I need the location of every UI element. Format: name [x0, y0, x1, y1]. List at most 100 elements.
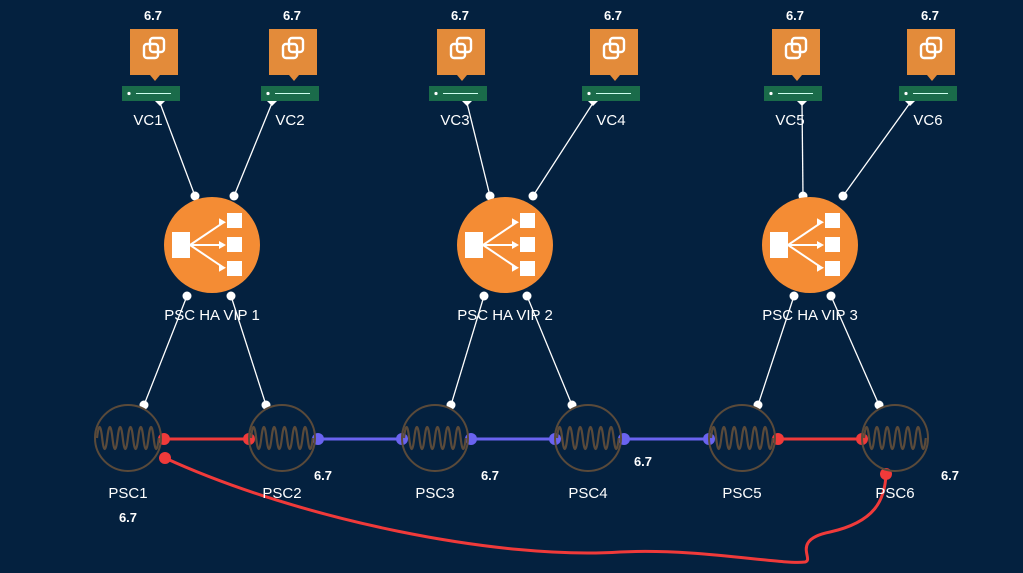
psc-wave-icon	[862, 425, 927, 451]
vcenter-version: 6.7	[604, 8, 622, 23]
psc-node[interactable]: PSC1 6.7	[94, 404, 162, 525]
psc-wave-icon	[95, 425, 160, 451]
port-dot	[789, 291, 799, 301]
vsphere-logo-square	[287, 36, 305, 54]
appliance-led	[587, 91, 591, 96]
vsphere-logo-icon	[281, 36, 305, 60]
lb-arrow-head	[219, 263, 226, 272]
lb-target-box	[825, 237, 840, 252]
vip-label: PSC HA VIP 1	[164, 307, 260, 324]
lb-target-box	[227, 237, 242, 252]
port-arrow	[267, 101, 277, 106]
vsphere-logo-square	[790, 36, 808, 54]
appliance-led	[904, 91, 908, 96]
link-vip-psc	[230, 295, 267, 406]
vcenter-version: 6.7	[283, 8, 301, 23]
port-arrow	[905, 101, 915, 106]
vip-node[interactable]: PSC HA VIP 1	[164, 197, 260, 324]
psc-node[interactable]: PSC5	[708, 404, 776, 502]
link-vc-vip	[532, 102, 594, 197]
lb-arrow	[189, 244, 223, 268]
lb-source-box	[465, 232, 483, 258]
vsphere-logo-square	[608, 36, 626, 54]
lb-arrow-head	[512, 241, 519, 249]
vcenter-label: VC3	[440, 112, 469, 129]
lb-arrow	[787, 222, 821, 246]
psc-label: PSC2	[262, 485, 301, 502]
psc-node[interactable]: PSC4 6.7	[554, 404, 652, 502]
psc-wave-icon	[555, 425, 620, 451]
psc-ring	[708, 404, 776, 472]
lb-target-box	[227, 261, 242, 276]
appliance-led	[127, 91, 131, 96]
link-vip-psc	[450, 295, 485, 406]
replication-link-curved	[164, 456, 888, 564]
link-vc-vip	[801, 102, 804, 197]
lb-arrow-head	[512, 218, 519, 227]
psc-label: PSC3	[415, 485, 454, 502]
port-dot	[522, 291, 532, 301]
load-balancer-glyph	[770, 213, 840, 276]
vcenter-version: 6.7	[786, 8, 804, 23]
port-arrow	[462, 101, 472, 106]
lb-arrow	[482, 244, 516, 268]
vip-node[interactable]: PSC HA VIP 2	[457, 197, 553, 324]
psc-ring	[94, 404, 162, 472]
links-layer	[139, 101, 915, 564]
lb-arrow	[189, 222, 223, 246]
link-vc-vip	[159, 102, 196, 197]
lb-arrow-head	[817, 263, 824, 272]
port-arrow	[588, 101, 598, 106]
vsphere-logo-icon	[449, 36, 473, 60]
port-dot	[226, 291, 236, 301]
port-dot	[182, 291, 192, 301]
vcenter-label: VC6	[913, 112, 942, 129]
vip-node[interactable]: PSC HA VIP 3	[762, 197, 858, 324]
appliance-led	[434, 91, 438, 96]
psc-wave-icon	[709, 425, 774, 451]
lb-arrow-head	[219, 241, 226, 249]
vip-label: PSC HA VIP 3	[762, 307, 858, 324]
vcenter-version: 6.7	[921, 8, 939, 23]
vsphere-logo-square	[148, 36, 166, 54]
lb-arrow-head	[219, 218, 226, 227]
lb-arrow-head	[817, 218, 824, 227]
vcenter-icon-pointer	[289, 75, 299, 81]
vsphere-logo-icon	[602, 36, 626, 60]
psc-label: PSC1	[108, 485, 147, 502]
psc-version: 6.7	[634, 454, 652, 469]
vcenter-icon-pointer	[150, 75, 160, 81]
link-vc-vip	[842, 102, 911, 197]
lb-target-box	[520, 237, 535, 252]
lb-arrow-head	[817, 241, 824, 249]
vip-label: PSC HA VIP 2	[457, 307, 553, 324]
vcenter-label: VC2	[275, 112, 304, 129]
psc-version: 6.7	[119, 510, 137, 525]
psc-ring	[401, 404, 469, 472]
psc-label: PSC4	[568, 485, 607, 502]
link-vc-vip	[466, 102, 491, 197]
port-dot	[190, 191, 200, 201]
lb-target-box	[825, 213, 840, 228]
port-dot	[485, 191, 495, 201]
vsphere-logo-square	[925, 36, 943, 54]
vsphere-logo-icon	[142, 36, 166, 60]
lb-arrow-head	[512, 263, 519, 272]
psc-label: PSC5	[722, 485, 761, 502]
psc-wave-icon	[249, 425, 314, 451]
vcenter-version: 6.7	[451, 8, 469, 23]
link-vip-psc	[757, 295, 795, 406]
psc-ring	[554, 404, 622, 472]
nodes-layer: 6.7VC16.7VC26.7VC36.7VC46.7VC56.7VC6PSC …	[94, 8, 959, 525]
appliance-led	[769, 91, 773, 96]
psc-version: 6.7	[941, 468, 959, 483]
